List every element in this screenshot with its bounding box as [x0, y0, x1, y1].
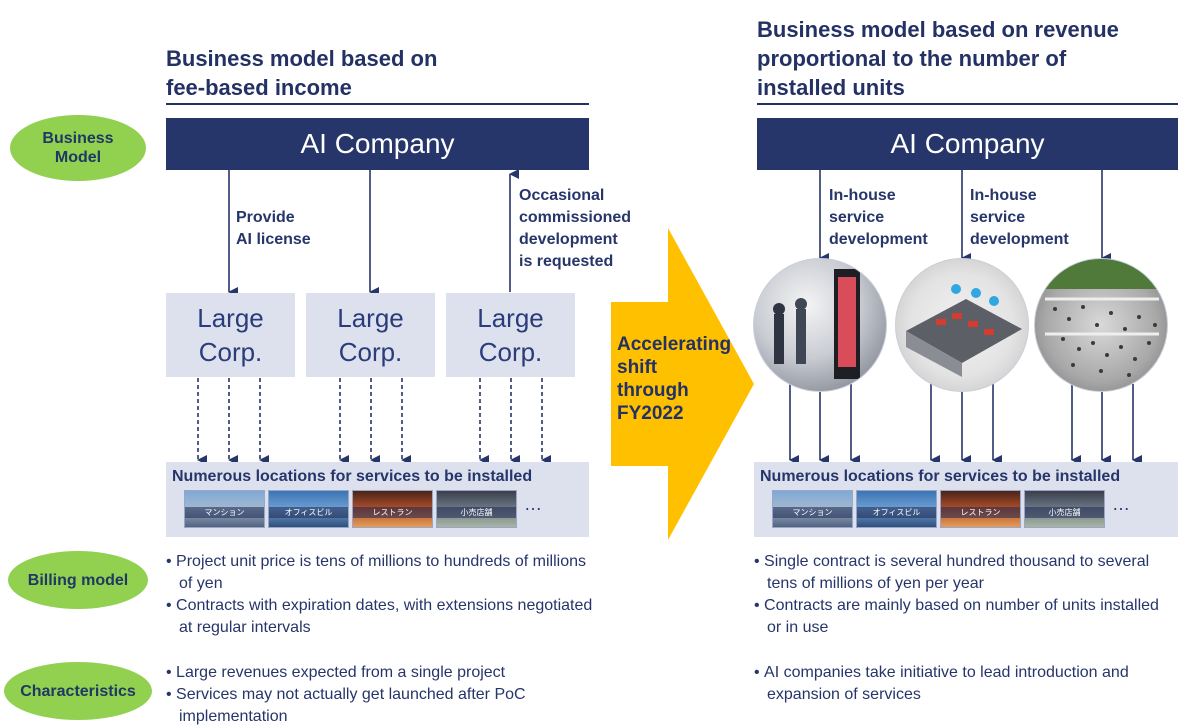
list-item: Single contract is several hundred thous… — [754, 551, 1174, 595]
left-characteristics-list: Large revenues expected from a single pr… — [166, 662, 586, 727]
list-item: Contracts are mainly based on number of … — [754, 595, 1174, 639]
left-locations-box: Numerous locations for services to be in… — [166, 462, 589, 537]
in-house-dev-label: In-house service development — [970, 187, 1069, 248]
ellipsis: … — [524, 494, 544, 514]
condominium-thumbnail: マンション — [184, 490, 265, 528]
provide-license-label: Provide AI license — [236, 209, 311, 248]
right-column-title: Business model based on revenue proporti… — [757, 17, 1119, 100]
locations-title: Numerous locations for services to be in… — [172, 468, 533, 485]
list-item: AI companies take initiative to lead int… — [754, 662, 1174, 706]
left-billing-list: Project unit price is tens of millions t… — [166, 551, 596, 639]
billing-model-pill: Billing model — [8, 551, 148, 609]
characteristics-pill: Characteristics — [4, 662, 152, 720]
left-ai-company-bar: AI Company — [166, 118, 589, 170]
office-building-thumbnail: オフィスビル — [268, 490, 349, 528]
restaurant-thumbnail: レストラン — [940, 490, 1021, 528]
list-item: Project unit price is tens of millions t… — [166, 551, 596, 595]
retail-signage-photo-circle — [753, 258, 887, 392]
crowd-crossing-photo-circle — [1034, 258, 1168, 392]
office-building-thumbnail: オフィスビル — [856, 490, 937, 528]
list-item: Contracts with expiration dates, with ex… — [166, 595, 596, 639]
parking-lot-photo-circle — [895, 258, 1029, 392]
right-locations-box: Numerous locations for services to be in… — [754, 462, 1178, 537]
list-item: Services may not actually get launched a… — [166, 684, 586, 727]
right-ai-company-bar: AI Company — [757, 118, 1178, 170]
retail-store-thumbnail: 小売店舗 — [436, 490, 517, 528]
list-item: Large revenues expected from a single pr… — [166, 662, 586, 684]
accelerating-shift-text: Accelerating shift through FY2022 — [617, 334, 732, 424]
right-characteristics-list: AI companies take initiative to lead int… — [754, 662, 1174, 706]
retail-store-thumbnail: 小売店舗 — [1024, 490, 1105, 528]
shift-arrow-shape — [611, 228, 754, 540]
left-title-rule — [166, 103, 589, 105]
restaurant-thumbnail: レストラン — [352, 490, 433, 528]
left-column-title: Business model based on fee-based income — [166, 46, 438, 100]
locations-title: Numerous locations for services to be in… — [760, 468, 1121, 485]
in-house-dev-label: In-house service development — [829, 187, 928, 248]
condominium-thumbnail: マンション — [772, 490, 853, 528]
commissioned-development-label: Occasional commissioned development is r… — [519, 187, 632, 270]
right-title-rule — [757, 103, 1178, 105]
ellipsis: … — [1112, 494, 1132, 514]
right-billing-list: Single contract is several hundred thous… — [754, 551, 1174, 639]
